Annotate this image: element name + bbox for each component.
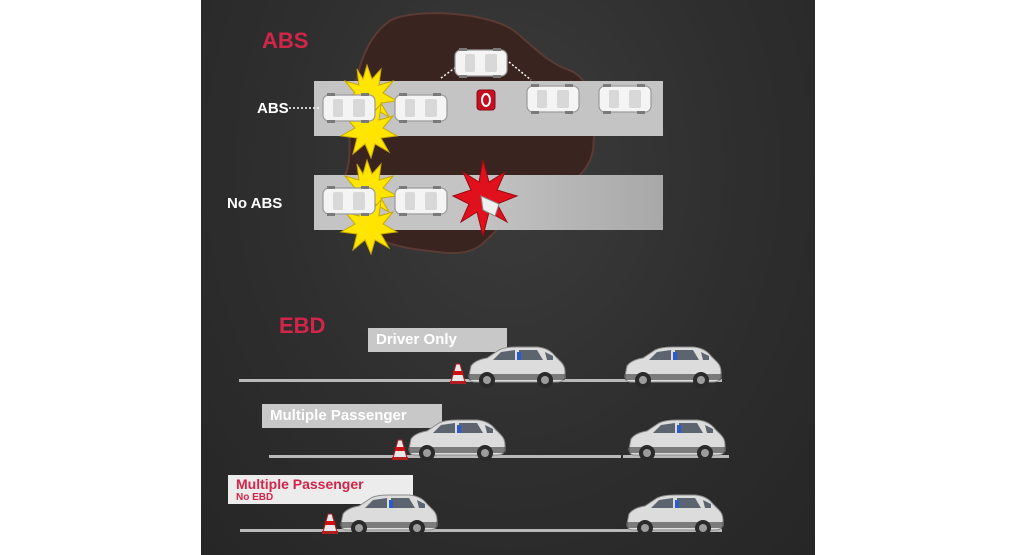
traffic-cone-icon bbox=[391, 439, 409, 461]
abs-title: ABS bbox=[262, 28, 309, 53]
traffic-cone-icon bbox=[321, 513, 339, 535]
crash-burst-icon bbox=[451, 159, 519, 237]
no-ebd-title: Multiple Passenger bbox=[236, 476, 364, 492]
no-ebd-sublabel: No EBD bbox=[236, 492, 274, 503]
suv-icon bbox=[340, 494, 438, 537]
traffic-cone-icon bbox=[449, 363, 467, 385]
swerve-path bbox=[440, 61, 532, 81]
suv-icon bbox=[624, 346, 722, 389]
driver-only-label: Driver Only bbox=[368, 328, 507, 352]
road-row-2 bbox=[269, 455, 621, 458]
road-row-2-end bbox=[623, 455, 729, 458]
suv-icon bbox=[628, 419, 726, 462]
ebd-diagram-overlay bbox=[321, 346, 726, 537]
suv-icon bbox=[468, 346, 566, 389]
no-abs-row-label: No ABS bbox=[227, 195, 283, 212]
slide-canvas: ABS ABS No ABS bbox=[201, 0, 815, 555]
warning-light-icon bbox=[476, 89, 496, 111]
multiple-passenger-label: Multiple Passenger bbox=[262, 404, 442, 428]
suv-icon bbox=[408, 419, 506, 462]
abs-row-label: ABS bbox=[257, 100, 289, 117]
ebd-title: EBD bbox=[279, 313, 326, 338]
road-row-3 bbox=[240, 529, 722, 532]
abs-diagram-overlay bbox=[289, 47, 652, 255]
suv-icon bbox=[626, 494, 724, 537]
